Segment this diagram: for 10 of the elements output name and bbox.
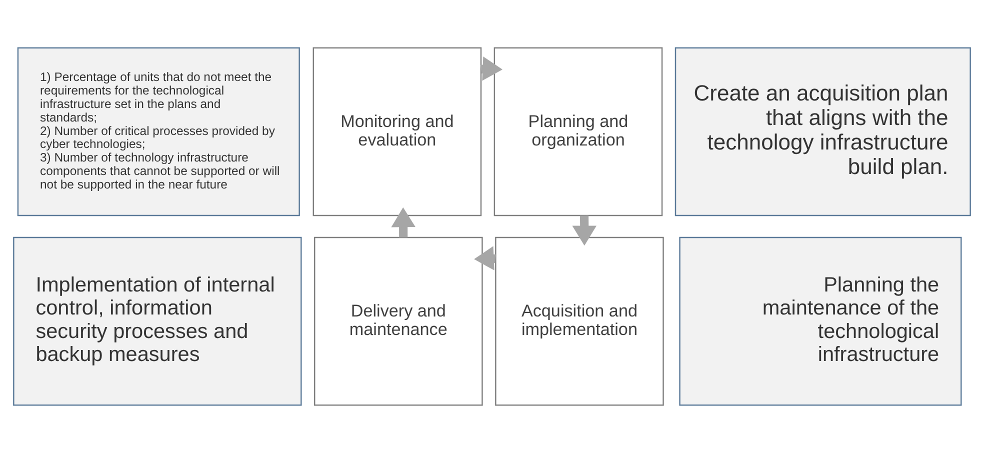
node-box: Planning the maintenance of the technological infrastructure xyxy=(679,236,962,406)
arrow xyxy=(391,207,416,238)
arrow xyxy=(572,216,596,246)
node-box: Delivery and maintenance xyxy=(314,236,483,406)
node-box: Acquisition and implementation xyxy=(495,236,664,406)
node-box: Implementation of internal control, information security processes and backup measures xyxy=(13,236,302,406)
node-box: Monitoring and evaluation xyxy=(312,47,482,216)
node-box: Create an acquisition plan that aligns with the technology infrastructure build plan. xyxy=(674,47,971,216)
node-box: Planning and organization xyxy=(494,47,663,216)
node-box: 1) Percentage of units that do not meet the requirements for the technological infrastructure set in the plans and standards; 2) Number of critical processes provided by cyber technologies; 3) Number of technology infrastructure components that cannot be supported or will not be supported in the near future xyxy=(17,47,300,216)
